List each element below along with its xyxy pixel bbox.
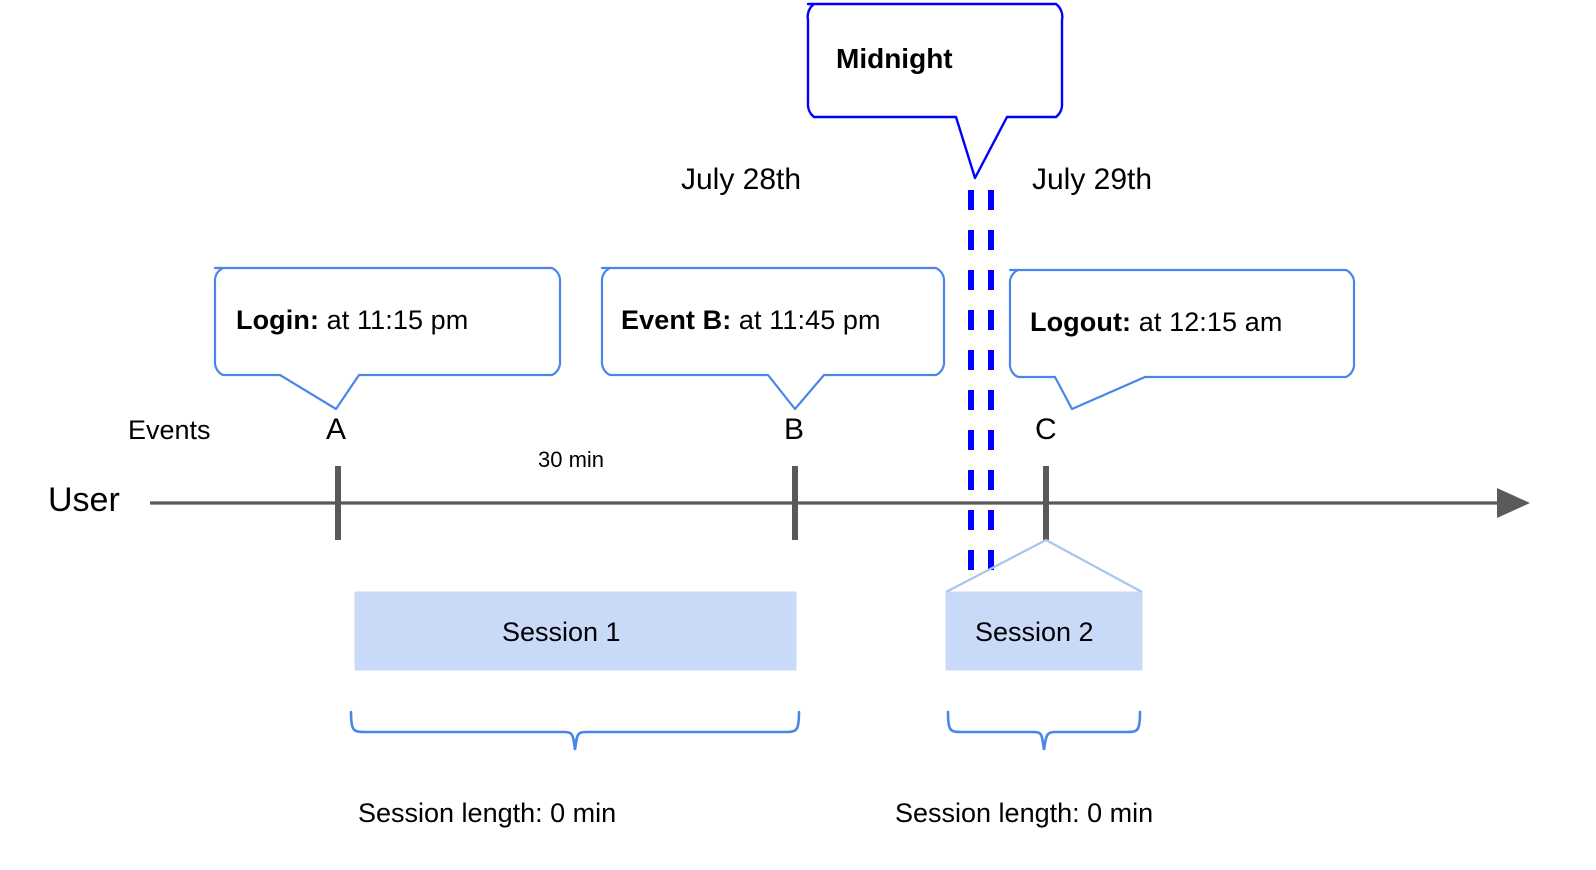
- marker-label-a: A: [326, 413, 347, 446]
- brace-session-2: [946, 710, 1142, 751]
- row-label-events: Events: [128, 415, 211, 445]
- date-label-july-28: July 28th: [681, 163, 802, 196]
- callout-eventb-rest: at 11:45 pm: [731, 305, 881, 335]
- event-ticks: [335, 466, 1049, 540]
- callout-login-bold: Login:: [236, 305, 320, 335]
- midnight-dashed-lines: [968, 190, 994, 585]
- callout-shape-logout: [1008, 268, 1356, 411]
- callout-label-login: Login: at 11:15 pm: [236, 305, 468, 336]
- axis-arrowhead: [1497, 488, 1530, 518]
- callout-login-rest: at 11:15 pm: [319, 305, 469, 335]
- callout-eventb-bold: Event B:: [621, 305, 732, 335]
- session-1-label: Session 1: [502, 617, 621, 647]
- session-2-bar-shape: [945, 538, 1143, 671]
- marker-label-c: C: [1035, 413, 1057, 446]
- callout-logout-bold: Logout:: [1030, 307, 1132, 337]
- callout-label-logout: Logout: at 12:15 am: [1030, 307, 1282, 338]
- marker-label-b: B: [784, 413, 805, 446]
- midnight-callout-label: Midnight: [836, 43, 953, 74]
- callout-shape-login: [213, 266, 562, 411]
- duration-label-30min: 30 min: [538, 447, 605, 472]
- brace-session-1: [349, 710, 801, 751]
- timeline-axis: [150, 488, 1530, 518]
- session-2-pointer: [945, 538, 1143, 593]
- callout-shape-eventb: [600, 266, 946, 411]
- session-2-label: Session 2: [975, 617, 1094, 647]
- session-1-length-label: Session length: 0 min: [358, 798, 617, 828]
- date-label-july-29: July 29th: [1032, 163, 1153, 196]
- row-label-user: User: [48, 481, 120, 519]
- callout-logout-rest: at 12:15 am: [1131, 307, 1283, 337]
- session-2-length-label: Session length: 0 min: [895, 798, 1154, 828]
- midnight-callout-shape: [806, 2, 1064, 180]
- callout-label-eventb: Event B: at 11:45 pm: [621, 305, 881, 336]
